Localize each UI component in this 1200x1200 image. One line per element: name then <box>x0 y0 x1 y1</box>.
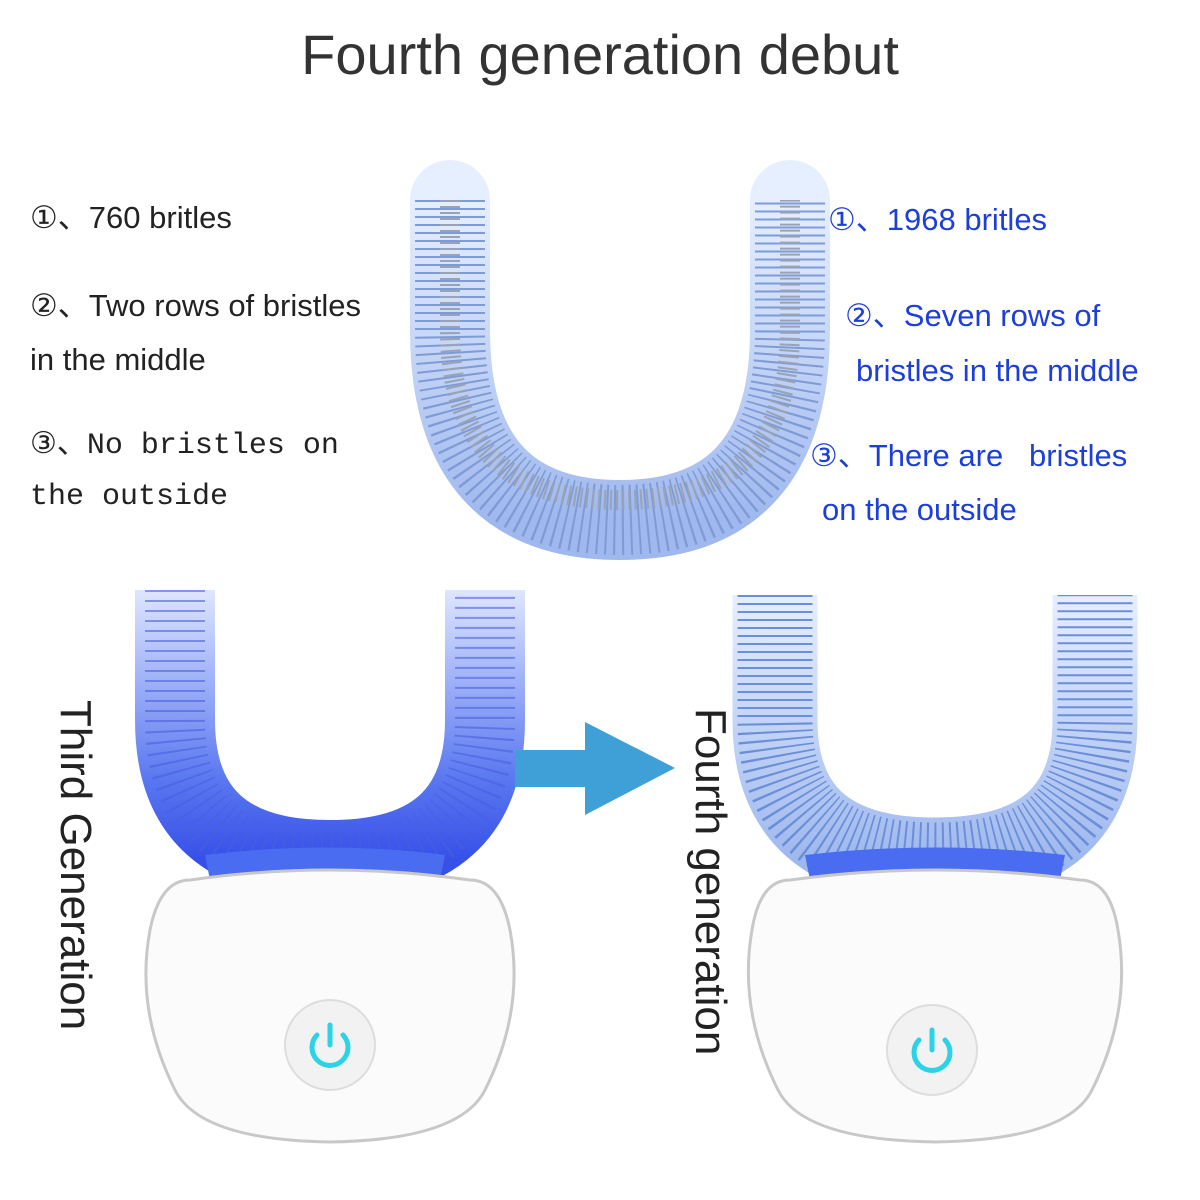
third-feature-3-cont: the outside <box>30 480 229 514</box>
fourth-generation-label: Fourth generation <box>686 708 735 1056</box>
fourth-gen-brush-head-top <box>410 160 830 561</box>
fourth-feature-3: ③、There are bristles <box>810 438 1128 473</box>
third-feature-3: ③、No bristles on <box>30 429 339 463</box>
fourth-feature-3-cont: on the outside <box>822 492 1017 527</box>
power-icon <box>911 1027 953 1073</box>
third-feature-1: ①、760 britles <box>30 200 232 235</box>
third-feature-2: ②、Two rows of bristles <box>30 288 361 323</box>
third-feature-2-cont: in the middle <box>30 342 206 377</box>
third-gen-device <box>135 590 525 1144</box>
fourth-feature-2-cont: bristles in the middle <box>856 353 1139 388</box>
fourth-feature-1: ①、1968 britles <box>828 202 1048 237</box>
page-title: Fourth generation debut <box>301 23 899 86</box>
power-icon <box>309 1022 351 1068</box>
fourth-gen-device <box>732 595 1138 1144</box>
fourth-feature-2: ②、Seven rows of <box>845 298 1101 333</box>
arrow-right-icon <box>515 722 675 815</box>
third-generation-label: Third Generation <box>51 700 100 1031</box>
